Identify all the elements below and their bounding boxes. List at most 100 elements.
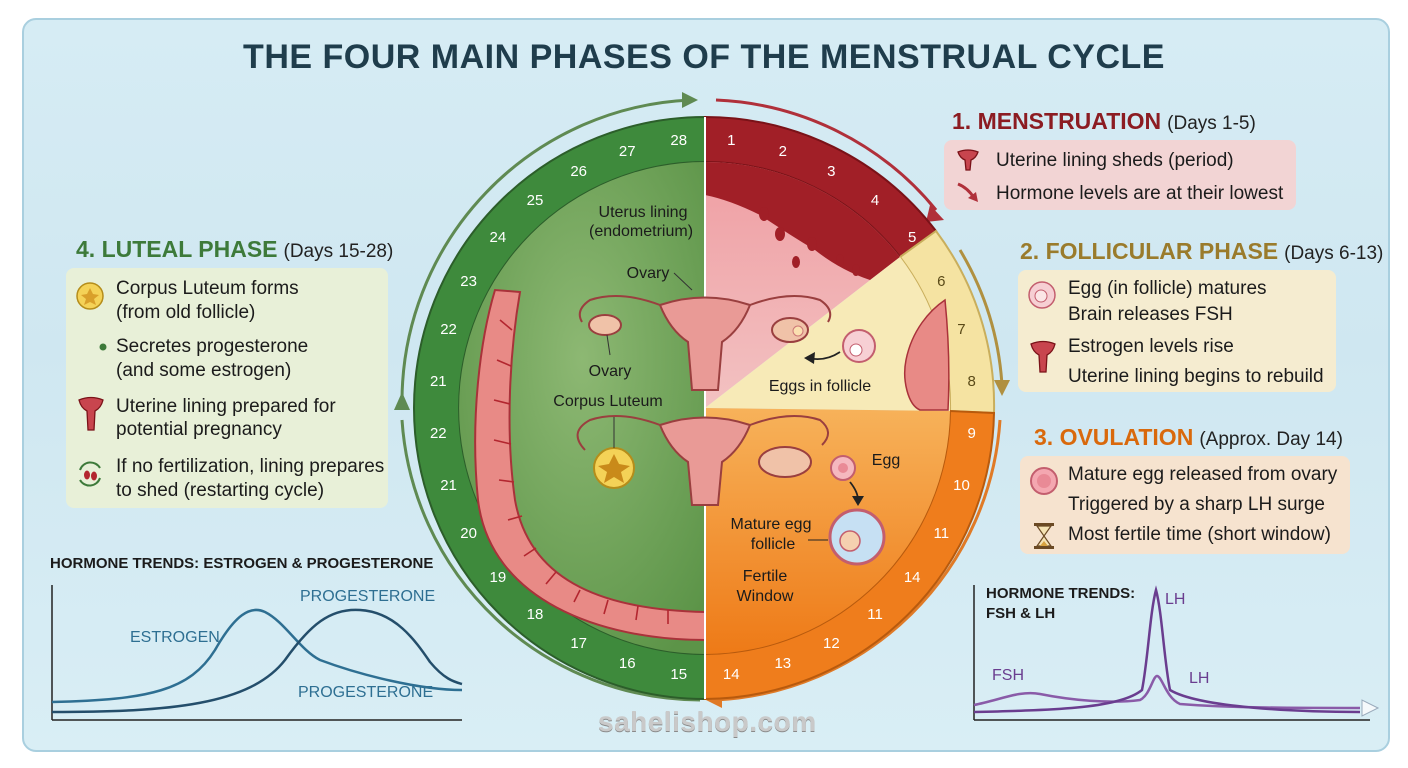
day-label: 20 — [460, 525, 477, 543]
day-label: 13 — [774, 655, 792, 673]
follicular-field — [705, 257, 951, 411]
arrowhead-left — [394, 392, 410, 410]
arrowhead-top — [682, 92, 698, 108]
day-label: 15 — [670, 665, 688, 683]
progesterone-label-top: PROGESTERONE — [300, 588, 436, 605]
day-label: 16 — [618, 655, 636, 673]
egg-icon — [1030, 467, 1058, 495]
uterus-icon — [78, 396, 104, 431]
day-label: 24 — [489, 228, 507, 246]
day-label: 22 — [440, 321, 457, 339]
menstruation-heading: 1. MENSTRUATION(Days 1-5) — [952, 108, 1256, 135]
ovulation-title: 3. OVULATION — [1034, 424, 1194, 450]
day-label: 10 — [953, 476, 970, 494]
day-label: 26 — [570, 162, 587, 180]
label-uterus-lining: Uterus lining — [598, 204, 688, 221]
day-label: 11 — [933, 525, 950, 543]
menstruation-box — [944, 140, 1296, 210]
lh-curve — [973, 585, 1361, 714]
day-label: 14 — [903, 569, 921, 587]
day-label: 23 — [460, 272, 477, 290]
luteal-item-5: Uterine lining prepared for — [116, 396, 336, 417]
label-eggs-in-follicle: Eggs in follicle — [768, 378, 872, 395]
day-label: 11 — [867, 606, 883, 624]
right-chart-title-line2: FSH & LH — [986, 605, 1056, 622]
cycle-arrow-gold — [958, 249, 1004, 386]
estrogen-curve — [51, 608, 463, 704]
page-title: THE FOUR MAIN PHASES OF THE MENSTRUAL CY… — [243, 38, 1165, 76]
label-window: Window — [736, 588, 794, 605]
follicular-heading: 2. FOLLICULAR PHASE(Days 6-13) — [1020, 238, 1383, 265]
menstruation-days: (Days 1-5) — [1167, 113, 1256, 134]
follicular-days: (Days 6-13) — [1284, 243, 1384, 264]
luteal-item-1: Corpus Luteum forms — [116, 278, 299, 299]
uterus-illustration-top — [578, 295, 832, 391]
ovulation-heading: 3. OVULATION(Approx. Day 14) — [1034, 424, 1343, 451]
right-chart-title-line1: HORMONE TRENDS: — [986, 585, 1136, 602]
follicular-item-2: Brain releases FSH — [1068, 304, 1233, 325]
fsh-curve — [973, 674, 1361, 710]
cycle-arrow-green-top — [400, 98, 691, 401]
day-label: 21 — [440, 476, 457, 494]
corpus-luteum-icon — [76, 282, 104, 310]
luteal-heading: 4. LUTEAL PHASE(Days 15-28) — [76, 236, 393, 263]
follicular-box — [1018, 270, 1336, 392]
day-label: 25 — [526, 191, 544, 209]
day-label: 17 — [570, 635, 587, 653]
day-label: 4 — [870, 191, 880, 209]
menstruation-item-1: Uterine lining sheds (period) — [996, 150, 1234, 171]
progesterone-label-bottom: PROGESTERONE — [298, 684, 434, 701]
watermark: sahelishop.com — [598, 706, 817, 737]
label-mature-egg: Mature egg — [730, 516, 812, 533]
ovulation-item-2: Triggered by a sharp LH surge — [1068, 494, 1325, 515]
follicle-icon — [1028, 281, 1056, 309]
left-chart-title: HORMONE TRENDS: ESTROGEN & PROGESTERONE — [50, 555, 434, 572]
label-endometrium: (endometrium) — [588, 223, 694, 240]
blood-vessels — [493, 319, 669, 624]
follicular-title: 2. FOLLICULAR PHASE — [1020, 238, 1279, 264]
ovulation-item-1: Mature egg released from ovary — [1068, 464, 1338, 485]
day-label: 27 — [618, 142, 636, 160]
progesterone-curve — [51, 608, 463, 714]
follicular-item-3: Estrogen levels rise — [1068, 336, 1234, 357]
luteal-item-6: potential pregnancy — [116, 419, 282, 440]
menstruation-item-2: Hormone levels are at their lowest — [996, 183, 1284, 204]
label-follicle: follicle — [750, 536, 796, 553]
day-label: 22 — [429, 425, 447, 443]
follicular-item-1: Egg (in follicle) matures — [1068, 278, 1267, 299]
cycle-drops-icon — [79, 461, 101, 487]
day-label: 14 — [722, 665, 740, 683]
label-ovary-top: Ovary — [626, 265, 670, 282]
ovulation-box — [1020, 456, 1350, 554]
day-label: 18 — [526, 606, 544, 624]
day-label: 1 — [727, 132, 736, 150]
luteal-item-2: (from old follicle) — [116, 302, 256, 323]
blood-drops — [759, 207, 860, 276]
follicular-item-4: Uterine lining begins to rebuild — [1068, 366, 1324, 387]
menstruation-title: 1. MENSTRUATION — [952, 108, 1162, 134]
ovulation-days: (Approx. Day 14) — [1199, 429, 1343, 450]
luteal-days: (Days 15-28) — [283, 241, 394, 262]
hourglass-icon — [1034, 523, 1054, 549]
uterus-illustration-bottom — [576, 415, 829, 506]
label-corpus-luteum: Corpus Luteum — [553, 393, 663, 410]
bullet-icon — [99, 343, 107, 351]
arrow-down-icon — [957, 182, 978, 202]
estrogen-label: ESTROGEN — [130, 629, 220, 646]
luteal-item-7: If no fertilization, lining prepares — [116, 456, 385, 477]
cycle-arrow-green-bottom — [400, 419, 701, 702]
lh-label-top: LH — [1165, 591, 1186, 608]
uterus-icon — [1030, 340, 1056, 373]
follicular-endometrium — [904, 298, 950, 411]
day-label: 5 — [907, 228, 917, 246]
luteal-title: 4. LUTEAL PHASE — [76, 236, 278, 262]
arrowhead-red — [926, 205, 944, 222]
luteal-item-4: (and some estrogen) — [116, 360, 292, 381]
day-label: 2 — [778, 142, 787, 160]
day-label: 9 — [967, 425, 976, 443]
cycle-arrow-red — [715, 98, 938, 211]
day-label: 21 — [429, 372, 447, 390]
